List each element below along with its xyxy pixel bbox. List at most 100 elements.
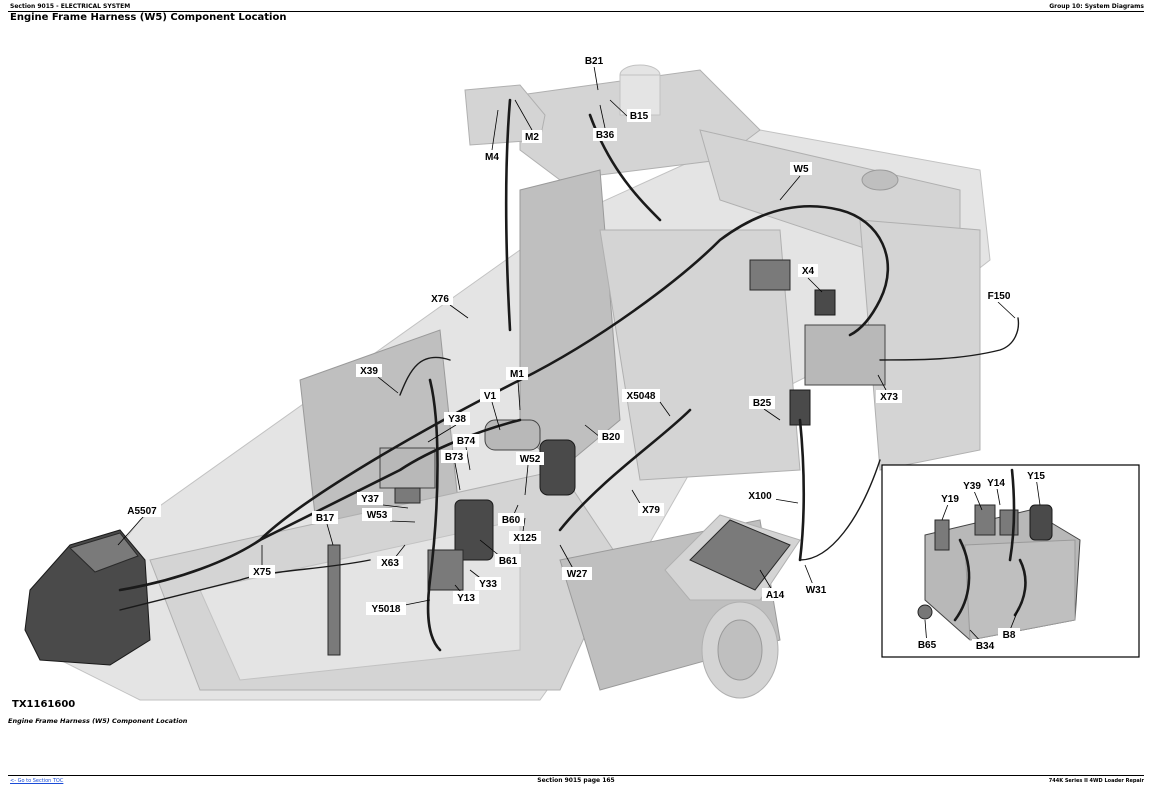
svg-text:W31: W31 (806, 585, 827, 596)
footer-divider (8, 775, 1144, 776)
label-b74: B74 (453, 434, 479, 447)
label-y33: Y33 (475, 577, 501, 590)
svg-text:Y13: Y13 (457, 593, 475, 604)
svg-text:B25: B25 (753, 398, 772, 409)
label-x5048: X5048 (622, 389, 660, 402)
harness-wires (118, 98, 1020, 652)
label-x4: X4 (798, 264, 818, 277)
svg-text:Y33: Y33 (479, 579, 497, 590)
svg-text:Y5018: Y5018 (372, 604, 401, 615)
page-title: Engine Frame Harness (W5) Component Loca… (10, 12, 287, 23)
label-b15: B15 (627, 109, 651, 122)
def-tank (24, 529, 151, 666)
manual-title: 744K Series II 4WD Loader Repair (1048, 778, 1144, 784)
svg-text:B21: B21 (585, 56, 604, 67)
svg-text:W53: W53 (367, 510, 388, 521)
label-y39: Y39 (959, 479, 985, 492)
label-w5: W5 (790, 162, 812, 175)
go-to-section-toc-link[interactable]: <- Go to Section TOC (10, 778, 64, 784)
label-y19: Y19 (937, 492, 963, 505)
label-m4: M4 (482, 150, 502, 163)
page-number: Section 9015 page 165 (537, 777, 615, 784)
svg-text:B74: B74 (457, 436, 476, 447)
label-b36: B36 (593, 128, 617, 141)
label-y38: Y38 (444, 412, 470, 425)
svg-text:B61: B61 (499, 556, 518, 567)
label-b20: B20 (598, 430, 624, 443)
components (327, 259, 886, 656)
label-x75: X75 (249, 565, 275, 578)
svg-text:W27: W27 (567, 569, 588, 580)
label-b8: B8 (998, 628, 1020, 641)
svg-text:X79: X79 (642, 505, 660, 516)
svg-text:B73: B73 (445, 452, 464, 463)
label-x125: X125 (509, 531, 541, 544)
header-divider (8, 11, 1144, 12)
svg-text:A14: A14 (766, 590, 785, 601)
svg-text:X63: X63 (381, 558, 399, 569)
label-w31: W31 (801, 583, 831, 596)
label-b65: B65 (914, 638, 940, 651)
label-w52: W52 (516, 452, 544, 465)
svg-text:B34: B34 (976, 641, 995, 652)
svg-text:Y39: Y39 (963, 481, 981, 492)
svg-text:B65: B65 (918, 640, 937, 651)
svg-text:Y19: Y19 (941, 494, 959, 505)
svg-text:B17: B17 (316, 513, 335, 524)
label-a5507: A5507 (123, 504, 161, 517)
leader-lines (117, 65, 1041, 647)
label-f150: F150 (984, 289, 1014, 302)
svg-text:Y15: Y15 (1027, 471, 1045, 482)
svg-text:Y37: Y37 (361, 494, 379, 505)
label-y15: Y15 (1023, 469, 1049, 482)
inset-valve-detail (881, 464, 1140, 658)
label-m2: M2 (522, 130, 542, 143)
label-y13: Y13 (453, 591, 479, 604)
svg-text:B15: B15 (630, 111, 649, 122)
label-x73: X73 (876, 390, 902, 403)
figure-caption: Engine Frame Harness (W5) Component Loca… (8, 717, 188, 725)
label-w53: W53 (362, 508, 392, 521)
figure-id: TX1161600 (12, 699, 76, 710)
label-y37: Y37 (357, 492, 383, 505)
component-labels: B21 M2 M4 B36 B15 W5 X4 F150 X76 X39 M1 … (123, 54, 1049, 652)
svg-text:X5048: X5048 (627, 391, 656, 402)
svg-text:M2: M2 (525, 132, 539, 143)
svg-text:B8: B8 (1003, 630, 1016, 641)
label-y5018: Y5018 (366, 602, 406, 615)
svg-text:V1: V1 (484, 391, 497, 402)
label-b25: B25 (749, 396, 775, 409)
svg-text:Y14: Y14 (987, 478, 1005, 489)
svg-text:X39: X39 (360, 366, 378, 377)
svg-text:X125: X125 (513, 533, 537, 544)
svg-text:W52: W52 (520, 454, 541, 465)
svg-text:B20: B20 (602, 432, 621, 443)
label-w27: W27 (562, 567, 592, 580)
svg-text:F150: F150 (988, 291, 1011, 302)
label-x100: X100 (744, 489, 776, 502)
label-b60: B60 (498, 513, 524, 526)
svg-text:X100: X100 (748, 491, 772, 502)
label-x63: X63 (377, 556, 403, 569)
svg-text:M1: M1 (510, 369, 524, 380)
svg-text:M4: M4 (485, 152, 499, 163)
label-b61: B61 (495, 554, 521, 567)
svg-text:B36: B36 (596, 130, 615, 141)
label-b34: B34 (972, 639, 998, 652)
header-group: Group 10: System Diagrams (1049, 3, 1144, 10)
label-x39: X39 (356, 364, 382, 377)
label-b17: B17 (312, 511, 338, 524)
svg-text:A5507: A5507 (127, 506, 157, 517)
svg-text:X76: X76 (431, 294, 449, 305)
header-section: Section 9015 - ELECTRICAL SYSTEM (10, 3, 131, 10)
label-b21: B21 (582, 54, 606, 67)
label-v1: V1 (480, 389, 500, 402)
svg-text:Y38: Y38 (448, 414, 466, 425)
label-m1: M1 (506, 367, 528, 380)
svg-text:X75: X75 (253, 567, 271, 578)
label-x76: X76 (427, 292, 453, 305)
label-x79: X79 (638, 503, 664, 516)
label-y14: Y14 (983, 476, 1009, 489)
label-a14: A14 (762, 588, 788, 601)
